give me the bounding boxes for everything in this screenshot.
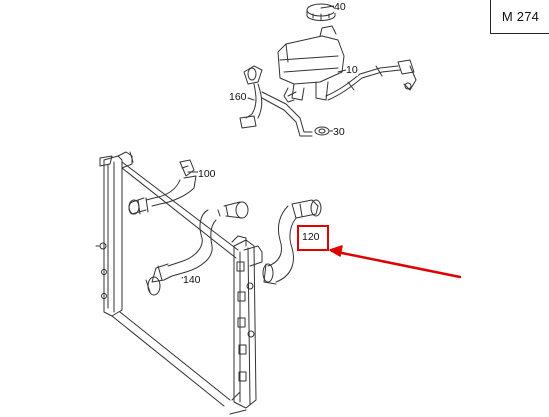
- hose-140-drawing: [145, 201, 249, 296]
- part-label-30: 30: [333, 126, 345, 138]
- hose-100-drawing: [128, 159, 197, 215]
- highlight-box-120: [297, 225, 329, 251]
- red-arrow: [329, 245, 462, 279]
- hose-120-drawing: [262, 199, 322, 285]
- clamp-30-drawing: [314, 126, 330, 136]
- expansion-tank-drawing: [277, 25, 345, 103]
- engine-code: M 274: [501, 9, 540, 24]
- radiator-drawing: [95, 151, 263, 415]
- part-label-40: 40: [334, 1, 346, 13]
- vent-line-160-drawing: [239, 65, 313, 137]
- part-label-140: 140: [183, 274, 201, 286]
- vent-line-10-drawing: [325, 59, 417, 101]
- part-label-120: 120: [302, 231, 320, 243]
- part-label-100: 100: [198, 168, 216, 180]
- engine-code-box: M 274: [490, 0, 549, 34]
- part-label-10: 10: [346, 64, 358, 76]
- part-label-160: 160: [229, 91, 247, 103]
